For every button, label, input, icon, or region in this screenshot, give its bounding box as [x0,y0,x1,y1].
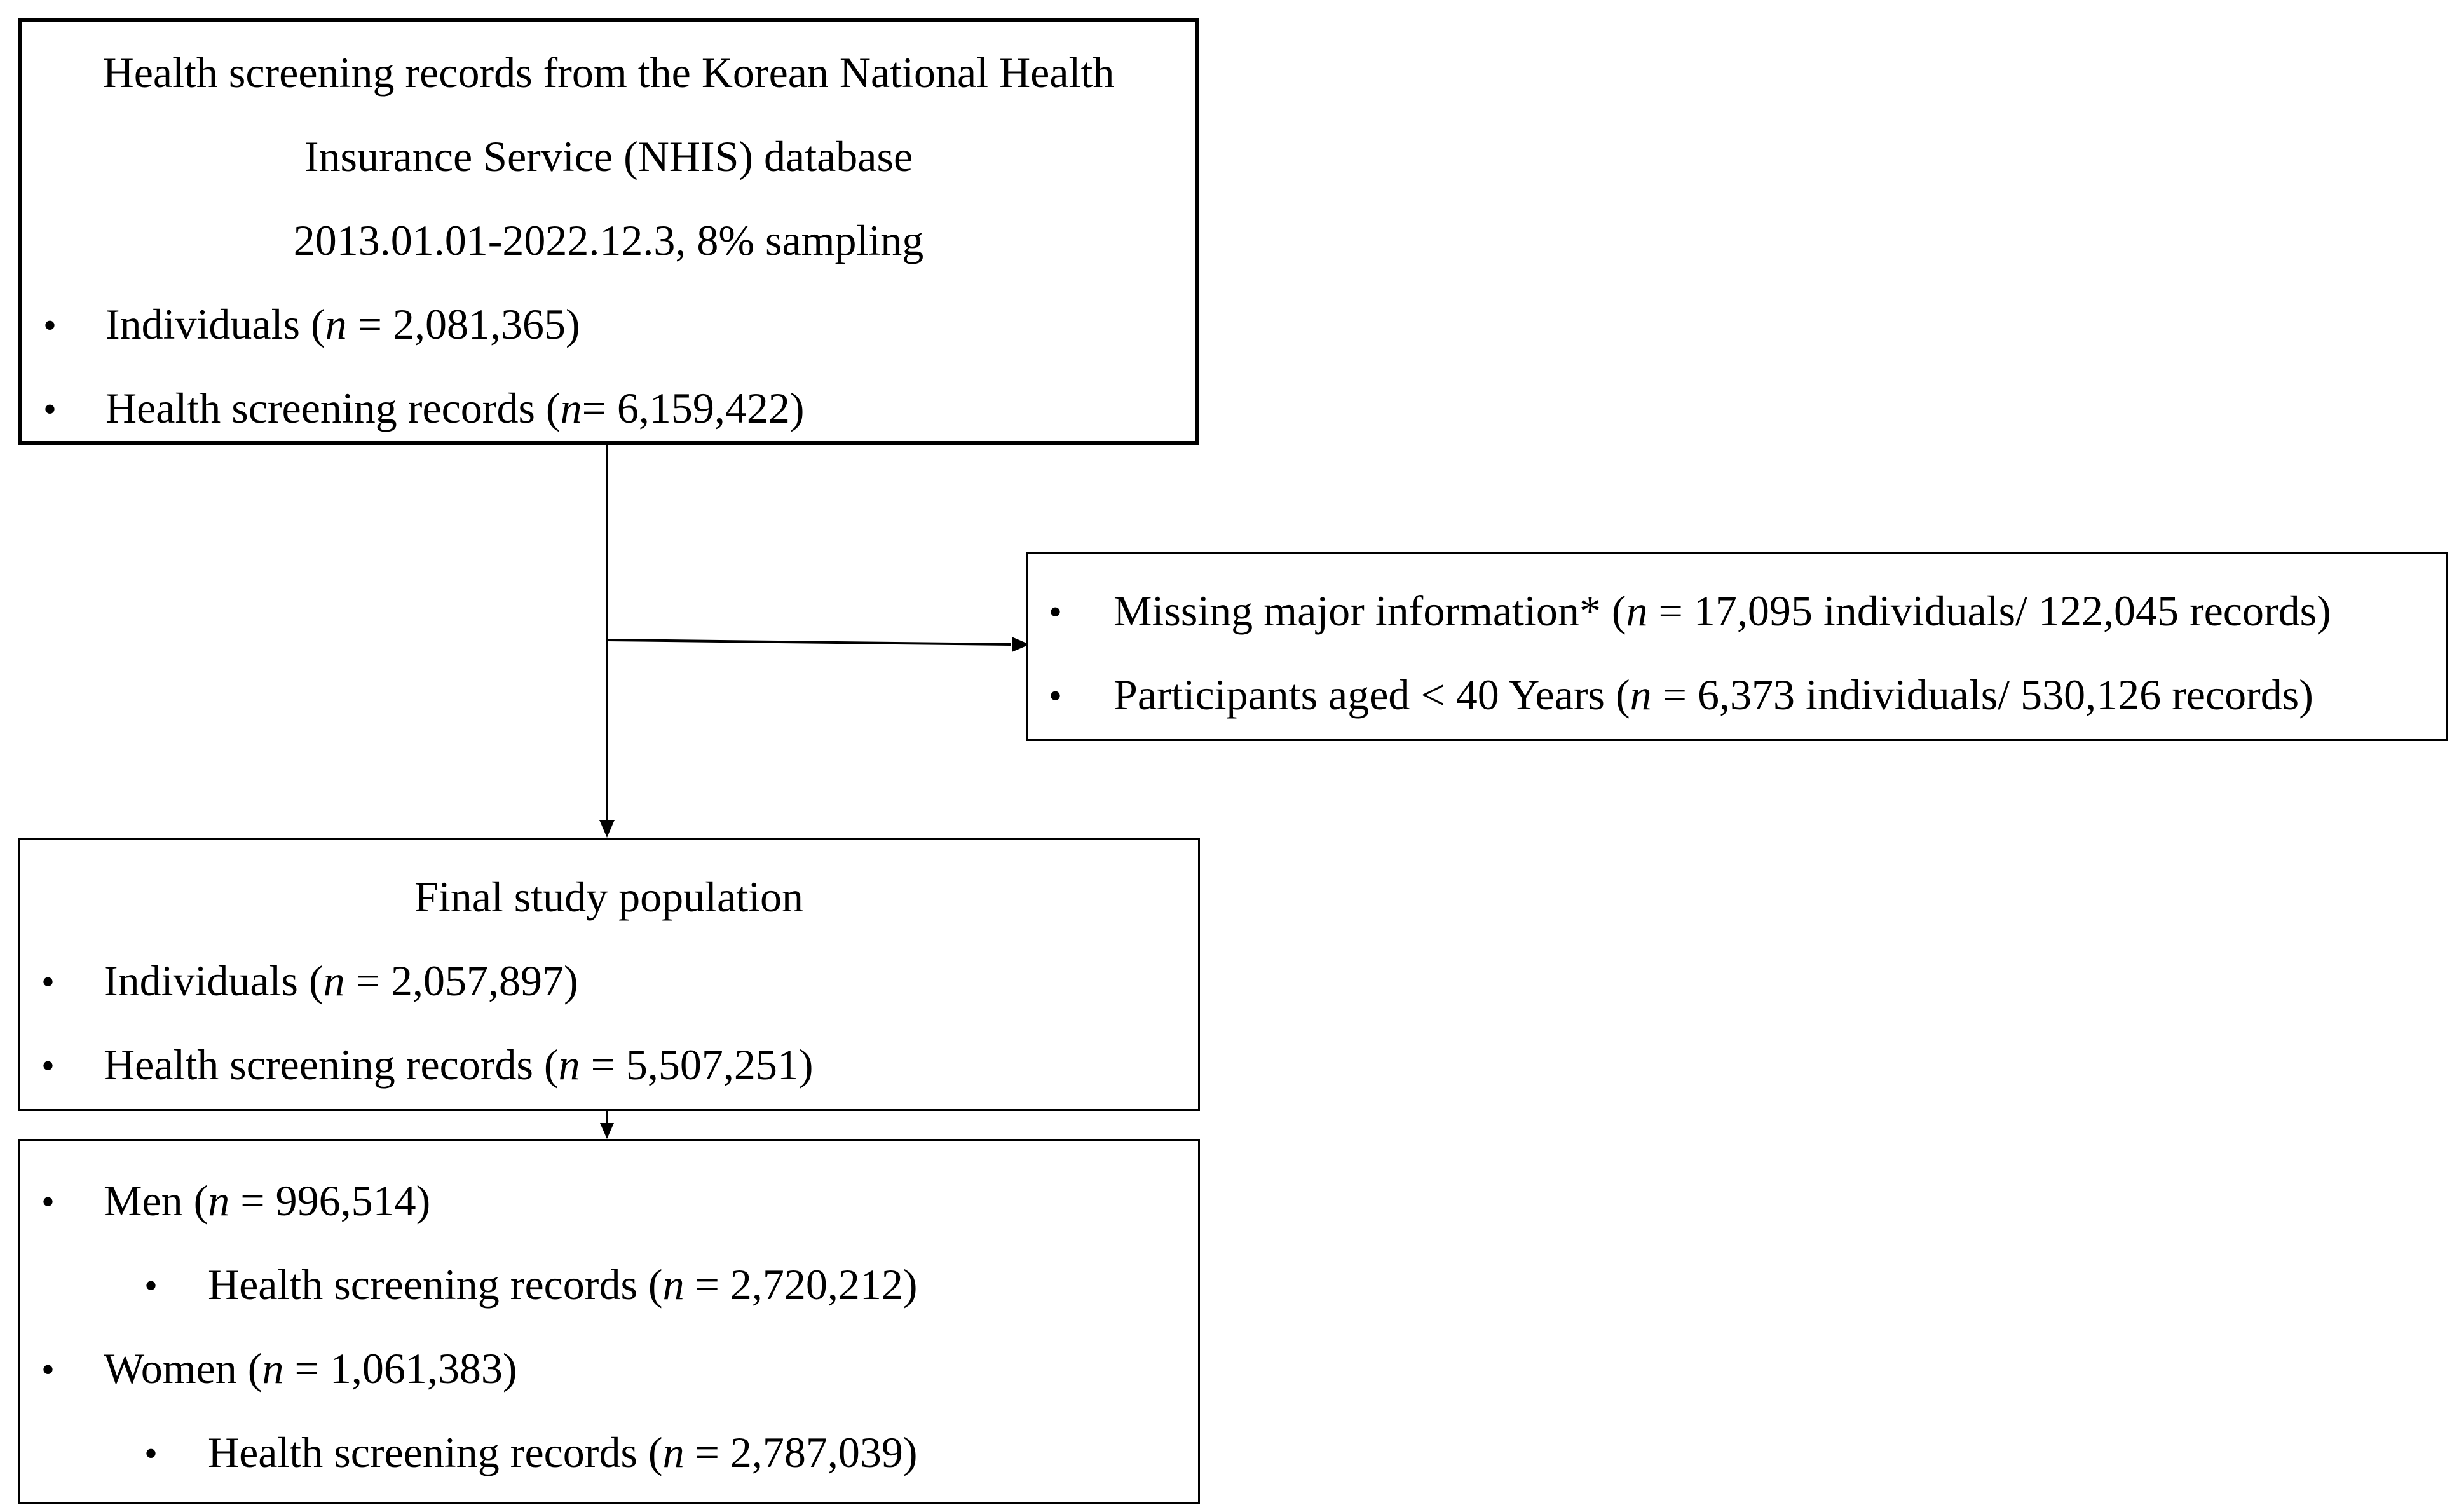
final-population-title: Final study population [414,873,803,921]
main-vertical-arrowhead [599,820,615,838]
bullet-icon: • [1049,591,1063,633]
final-to-sex-arrowhead [600,1123,614,1139]
bullet-icon: • [41,1181,55,1223]
men-records-count: Health screening records (n = 2,720,212) [208,1260,918,1309]
men-count: Men (n = 996,514) [104,1176,431,1225]
exclusion-criteria-box: • Missing major information* (n = 17,095… [1026,552,2448,741]
source-records-box: Health screening records from the Korean… [18,18,1199,445]
exclusion-branch-arrowhead [1012,637,1030,652]
final-individuals-count: Individuals (n = 2,057,897) [104,957,578,1005]
bullet-icon: • [1049,675,1063,717]
source-title-line-2: Insurance Service (NHIS) database [304,132,913,180]
bullet-icon: • [41,961,55,1003]
exclusion-branch-connector [606,639,1011,646]
final-study-population-box: Final study population • Individuals (n … [18,838,1200,1111]
source-records-count: Health screening records (n= 6,159,422) [106,384,805,432]
final-records-count: Health screening records (n = 5,507,251) [104,1040,814,1089]
bullet-icon: • [43,304,57,346]
source-individuals-count: Individuals (n = 2,081,365) [106,300,580,348]
bullet-icon: • [144,1265,158,1307]
bullet-icon: • [43,388,57,430]
sex-breakdown-box: • Men (n = 996,514) • Health screening r… [18,1139,1200,1504]
bullet-icon: • [41,1045,55,1087]
women-count: Women (n = 1,061,383) [104,1344,517,1393]
exclusion-age-under-40: Participants aged < 40 Years (n = 6,373 … [1114,671,2313,719]
women-records-count: Health screening records (n = 2,787,039) [208,1428,918,1476]
bullet-icon: • [144,1433,158,1475]
exclusion-missing-info: Missing major information* (n = 17,095 i… [1114,587,2331,635]
source-title-line-3: 2013.01.01-2022.12.3, 8% sampling [293,216,924,264]
bullet-icon: • [41,1349,55,1391]
source-title-line-1: Health screening records from the Korean… [102,48,1115,97]
